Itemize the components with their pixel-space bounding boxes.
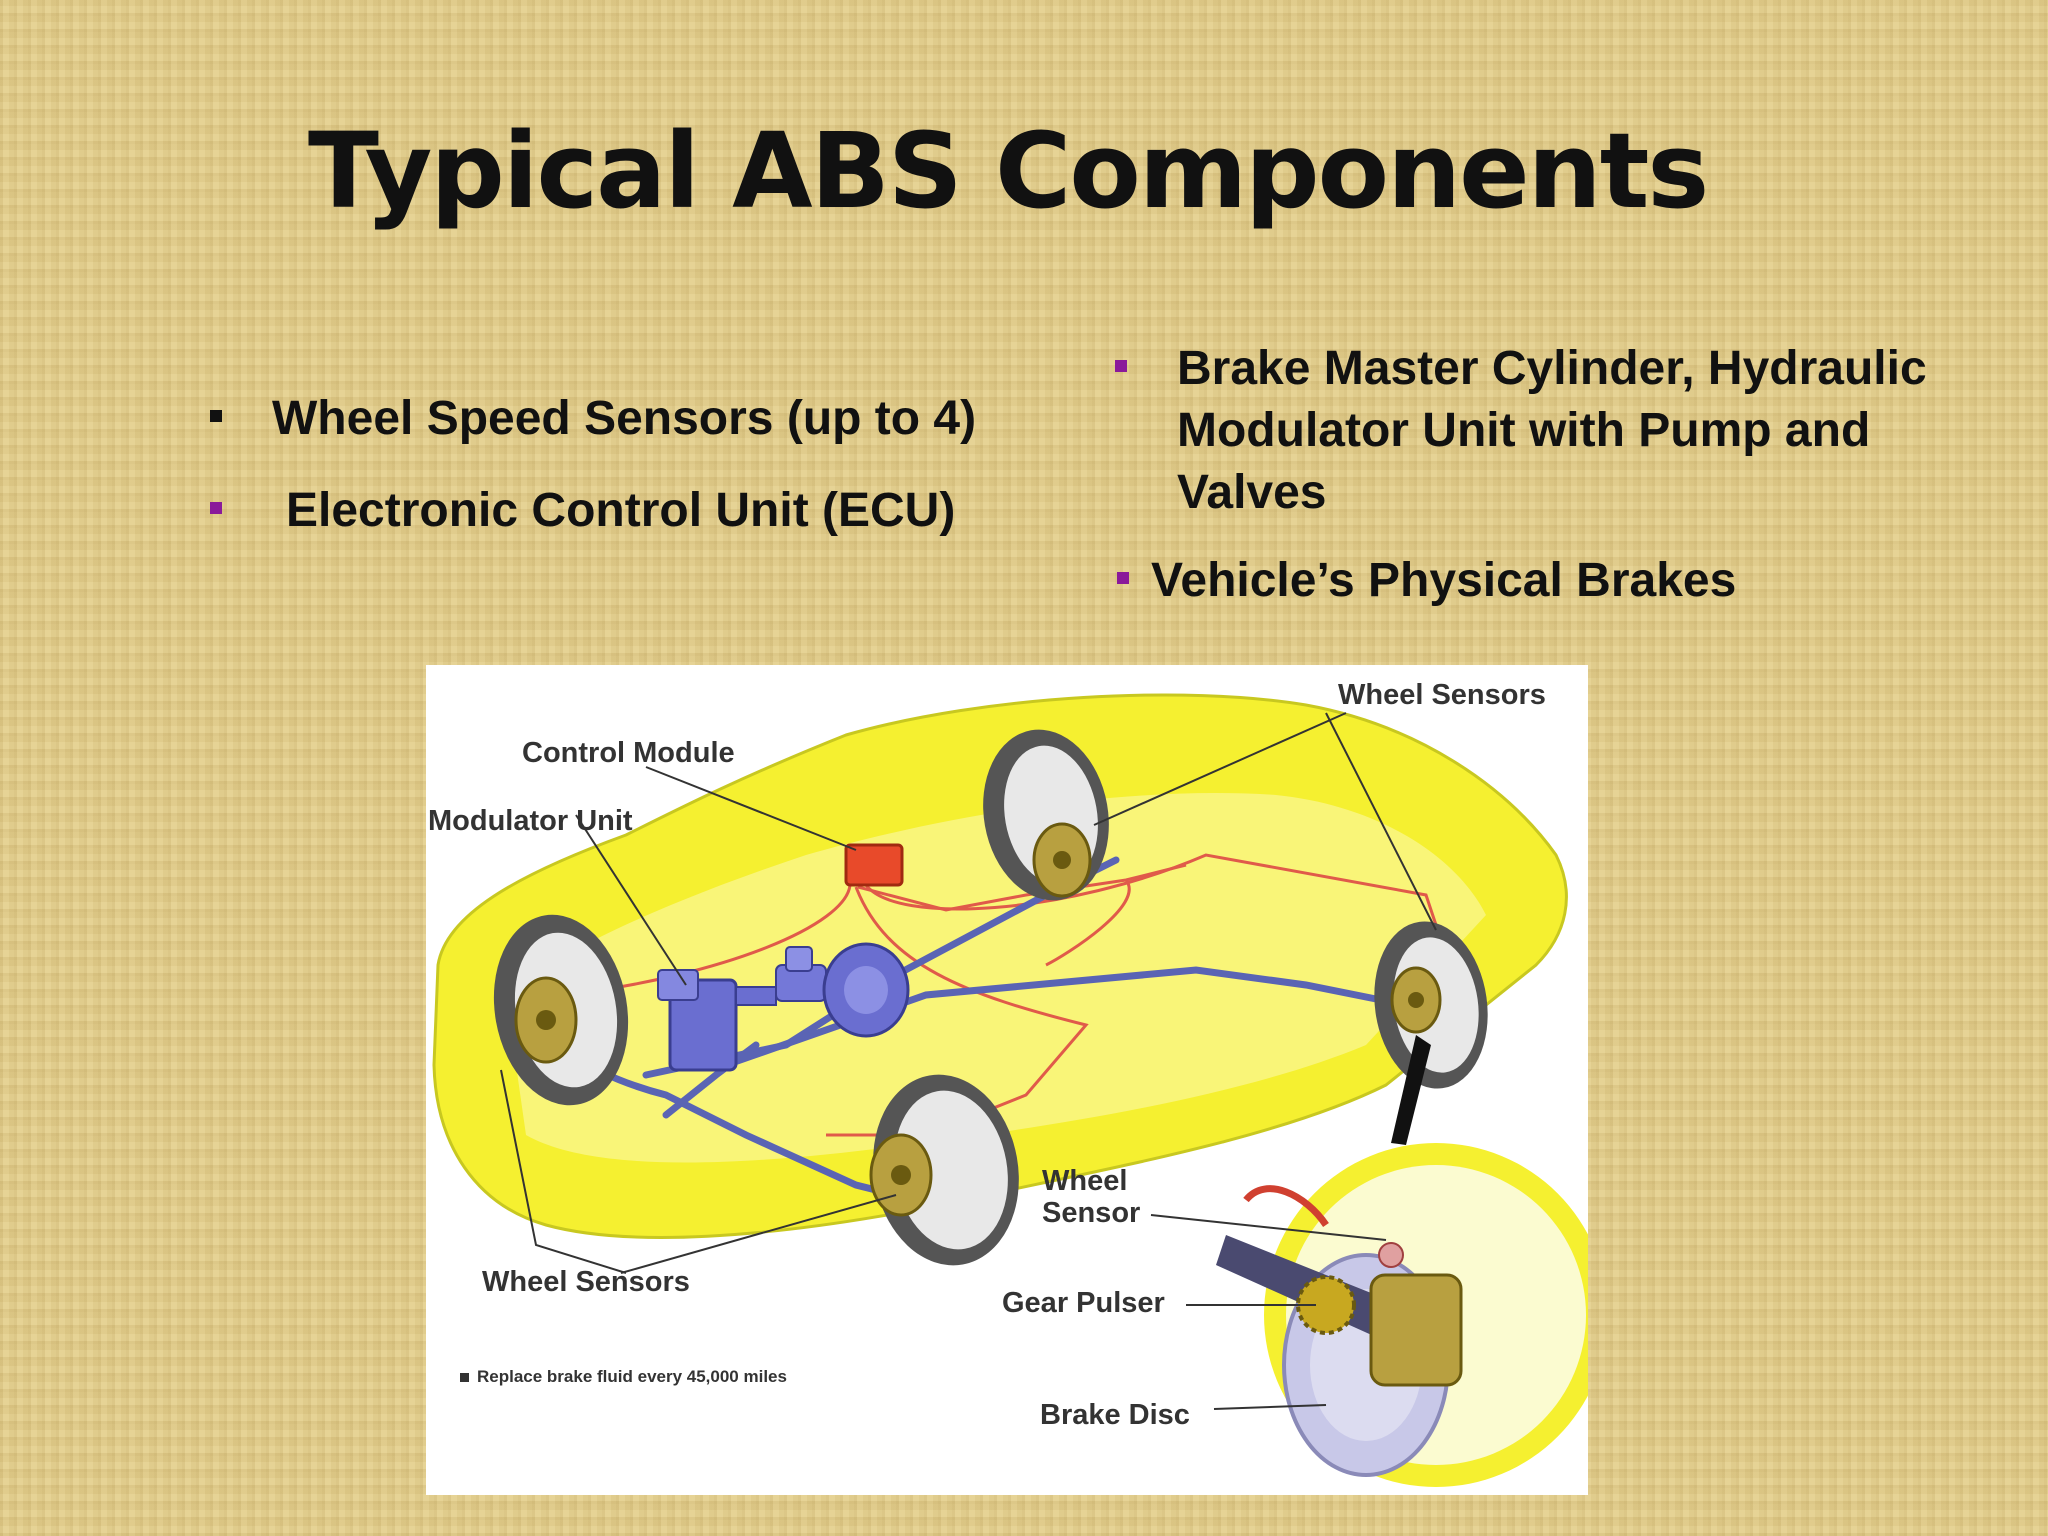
- wheel-rear-right: [1374, 921, 1488, 1089]
- detail-circle: [1216, 1143, 1588, 1487]
- note-text: Replace brake fluid every 45,000 miles: [477, 1367, 787, 1386]
- bullet-text: Vehicle’s Physical Brakes: [1151, 554, 1737, 607]
- modulator-unit-drawing: [657, 942, 910, 1072]
- bullet-marker: [1117, 572, 1129, 584]
- bullet-wheel-speed-sensors: Wheel Speed Sensors (up to 4): [210, 388, 976, 450]
- bullet-text: Brake Master Cylinder, Hydraulic Modulat…: [1177, 342, 1927, 519]
- bullet-marker: [210, 502, 222, 514]
- control-module-box: [844, 843, 904, 887]
- leader-lines: [500, 712, 1437, 1410]
- label-wheel-sensor-detail: Wheel Sensor: [1042, 1165, 1141, 1229]
- sensor-wires: [565, 853, 1438, 1137]
- car-body-inner: [506, 793, 1486, 1163]
- label-gear-pulser: Gear Pulser: [1002, 1287, 1165, 1319]
- label-control-module: Control Module: [522, 737, 735, 769]
- zoom-pointer: [1391, 1035, 1431, 1145]
- bullet-marker: [210, 410, 222, 422]
- note-bullet: [460, 1373, 469, 1383]
- wheel-front-right: [869, 1074, 1019, 1266]
- slide-title: Typical ABS Components: [308, 110, 1709, 232]
- label-wheel-sensors-top: Wheel Sensors: [1338, 679, 1546, 711]
- abs-diagram: Wheel Sensors Control Module Modulator U…: [426, 665, 1588, 1495]
- wheel-rear-left: [983, 729, 1109, 901]
- label-wheel-sensors-bottom: Wheel Sensors: [482, 1266, 690, 1298]
- label-modulator-unit: Modulator Unit: [428, 805, 633, 837]
- abs-diagram-illustration: [432, 693, 1588, 1487]
- bullet-physical-brakes: Vehicle’s Physical Brakes: [1115, 550, 1736, 612]
- bullet-text: Wheel Speed Sensors (up to 4): [272, 392, 977, 445]
- diagram-note: Replace brake fluid every 45,000 miles: [460, 1367, 787, 1387]
- bullet-marker: [1115, 360, 1127, 372]
- bullet-text: Electronic Control Unit (ECU): [286, 484, 956, 537]
- bullet-ecu: Electronic Control Unit (ECU): [210, 480, 955, 542]
- wheel-front-left: [493, 914, 629, 1106]
- bullet-master-cylinder: Brake Master Cylinder, Hydraulic Modulat…: [1115, 338, 2015, 524]
- label-brake-disc: Brake Disc: [1040, 1399, 1190, 1431]
